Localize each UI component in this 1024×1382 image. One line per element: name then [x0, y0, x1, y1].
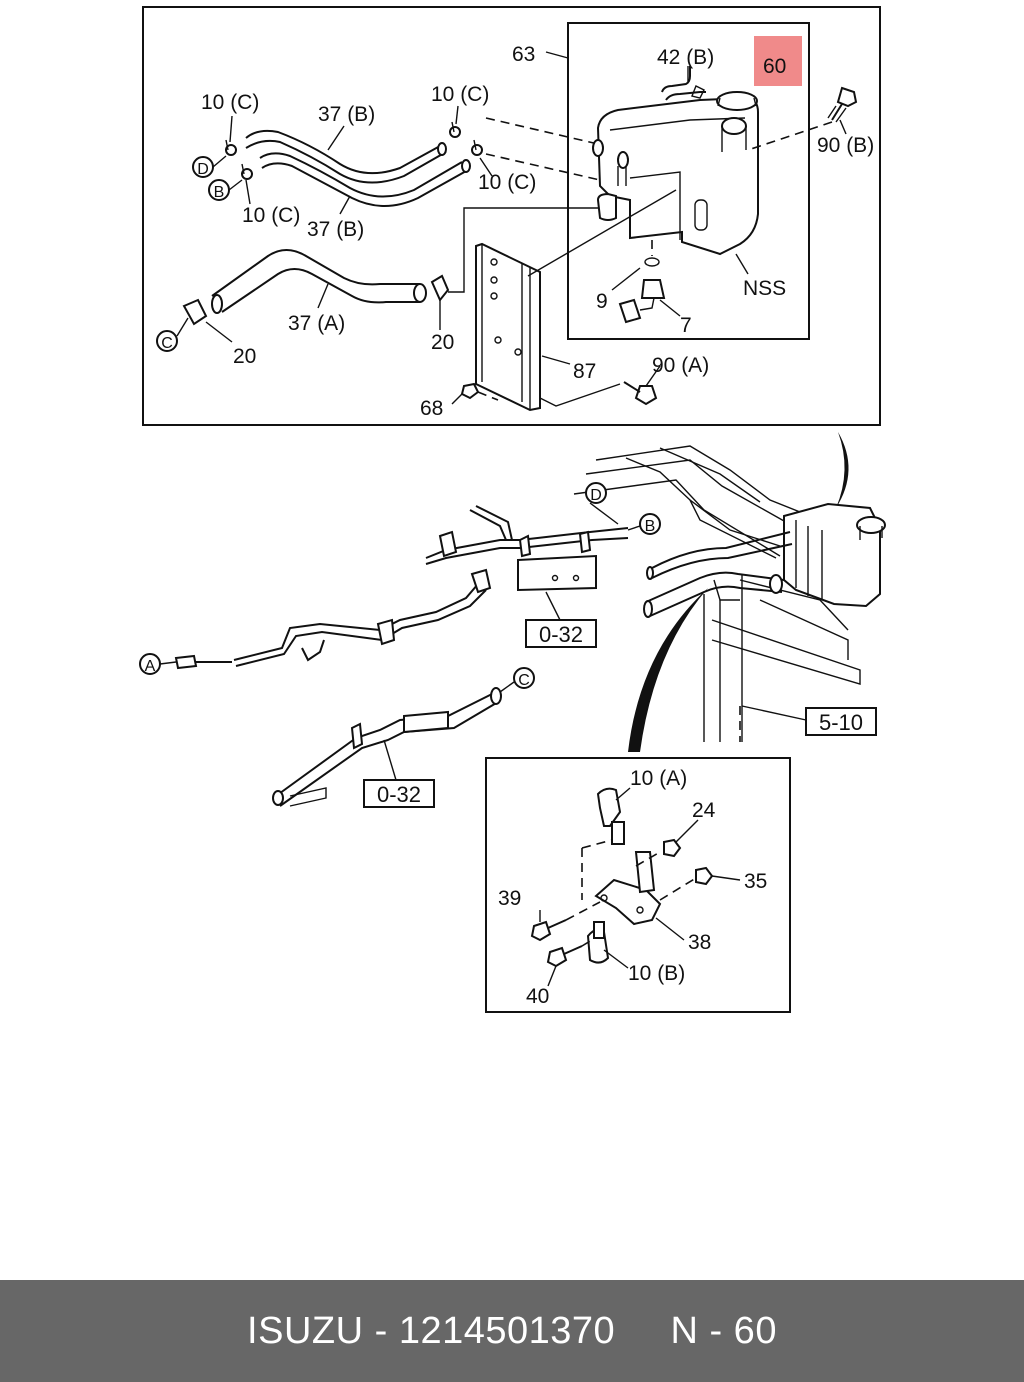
- assembly-view: D B A C 0-32 0-32 5-10: [139, 432, 886, 808]
- label-nss: NSS: [743, 277, 786, 300]
- hose-fitting: [596, 192, 617, 221]
- part-number: 1214501370: [398, 1309, 616, 1352]
- label-90a: 90 (A): [652, 354, 709, 377]
- label-24: 24: [692, 799, 716, 822]
- label-68: 68: [420, 397, 443, 420]
- hose-37a: [211, 249, 427, 314]
- svg-text:A: A: [145, 658, 156, 675]
- svg-text:5-10: 5-10: [819, 710, 863, 735]
- footer-gap: [615, 1310, 670, 1353]
- bottom-panel-frame: [485, 757, 791, 1013]
- nut-68: [460, 382, 480, 400]
- tank-installed: [783, 502, 886, 608]
- label-20-2: 20: [431, 331, 454, 354]
- label-40: 40: [526, 985, 549, 1008]
- label-60: 60: [763, 55, 786, 78]
- callout-b-mid: B: [639, 513, 661, 535]
- ref-box-0-32-lower: 0-32: [363, 779, 435, 808]
- bracket-87: [475, 189, 677, 412]
- pointer-arc-top: [836, 432, 849, 508]
- frame-structure: [573, 445, 861, 742]
- svg-text:C: C: [161, 335, 173, 352]
- nut-35: [695, 866, 714, 886]
- top-leader-lines: [205, 51, 847, 405]
- callout-b-top: B: [208, 179, 230, 201]
- hose-37b: [245, 129, 471, 207]
- radiator-cap: [716, 36, 802, 111]
- label-10c-4: 10 (C): [242, 204, 300, 227]
- bolt-40: [546, 945, 583, 968]
- drain-cock-7: [618, 279, 666, 324]
- label-10a: 10 (A): [630, 767, 687, 790]
- callout-a-mid: A: [139, 653, 161, 675]
- callout-d-top: D: [192, 156, 214, 178]
- label-35: 35: [744, 870, 767, 893]
- footer-separator: -: [363, 1309, 399, 1352]
- label-10c-2: 10 (C): [431, 83, 489, 106]
- clamp-20: [182, 274, 450, 326]
- clamp-10c-group: [225, 121, 483, 180]
- installed-hoses: [643, 531, 793, 618]
- label-20-1: 20: [233, 345, 256, 368]
- label-37a: 37 (A): [288, 312, 345, 335]
- pipe-assembly-lower: [272, 687, 502, 807]
- clip-10a: [596, 787, 625, 845]
- parts-diagram: D B C 63 42 (B) 60 90 (B) 10 (C) 37 (B) …: [139, 6, 886, 1013]
- label-87: 87: [573, 360, 596, 383]
- svg-text:0-32: 0-32: [377, 782, 421, 807]
- tank-inset-frame: [567, 22, 810, 340]
- part-footer-bar: ISUZU - 1214501370 N - 60: [0, 1280, 1024, 1382]
- bolt-39: [530, 919, 567, 942]
- svg-text:C: C: [518, 672, 530, 689]
- bottom-detail-panel: 10 (A) 24 35 39 38 40 10 (B): [485, 757, 791, 1013]
- label-38: 38: [688, 931, 711, 954]
- cap-highlight: [754, 36, 802, 86]
- label-10c-3: 10 (C): [478, 171, 536, 194]
- svg-text:D: D: [590, 487, 602, 504]
- clip-10b: [586, 921, 610, 964]
- pointer-arc-bottom: [628, 588, 708, 752]
- callout-c-top: C: [156, 330, 178, 352]
- callout-d-mid: D: [585, 482, 607, 504]
- bolt-90a: [623, 381, 658, 406]
- svg-text:B: B: [214, 184, 225, 201]
- reservoir-tank: [596, 96, 759, 256]
- label-10b: 10 (B): [628, 962, 685, 985]
- callout-c-mid: C: [513, 667, 535, 689]
- overflow-hose: [661, 66, 691, 93]
- nut-24: [663, 838, 682, 858]
- ref-box-0-32-upper: 0-32: [525, 619, 597, 648]
- bracket-38: [594, 851, 662, 926]
- label-63: 63: [512, 43, 535, 66]
- bottom-leader-lines: [539, 787, 741, 987]
- pipe-assembly-upper: [174, 505, 629, 670]
- svg-text:0-32: 0-32: [539, 622, 583, 647]
- ref-box-5-10: 5-10: [805, 707, 877, 736]
- bolt-90b: [827, 86, 858, 123]
- page-code: N - 60: [670, 1309, 777, 1352]
- label-90b: 90 (B): [817, 134, 874, 157]
- label-10c-1: 10 (C): [201, 91, 259, 114]
- washer-9: [644, 257, 660, 267]
- top-detail-panel: D B C 63 42 (B) 60 90 (B) 10 (C) 37 (B) …: [142, 6, 881, 426]
- label-42b: 42 (B): [657, 46, 714, 69]
- svg-text:B: B: [645, 518, 656, 535]
- label-37b-2: 37 (B): [307, 218, 364, 241]
- label-7: 7: [680, 314, 692, 337]
- label-39: 39: [498, 887, 521, 910]
- brand-name: ISUZU: [247, 1309, 364, 1352]
- label-37b-1: 37 (B): [318, 103, 375, 126]
- label-9: 9: [596, 290, 608, 313]
- svg-text:D: D: [197, 161, 209, 178]
